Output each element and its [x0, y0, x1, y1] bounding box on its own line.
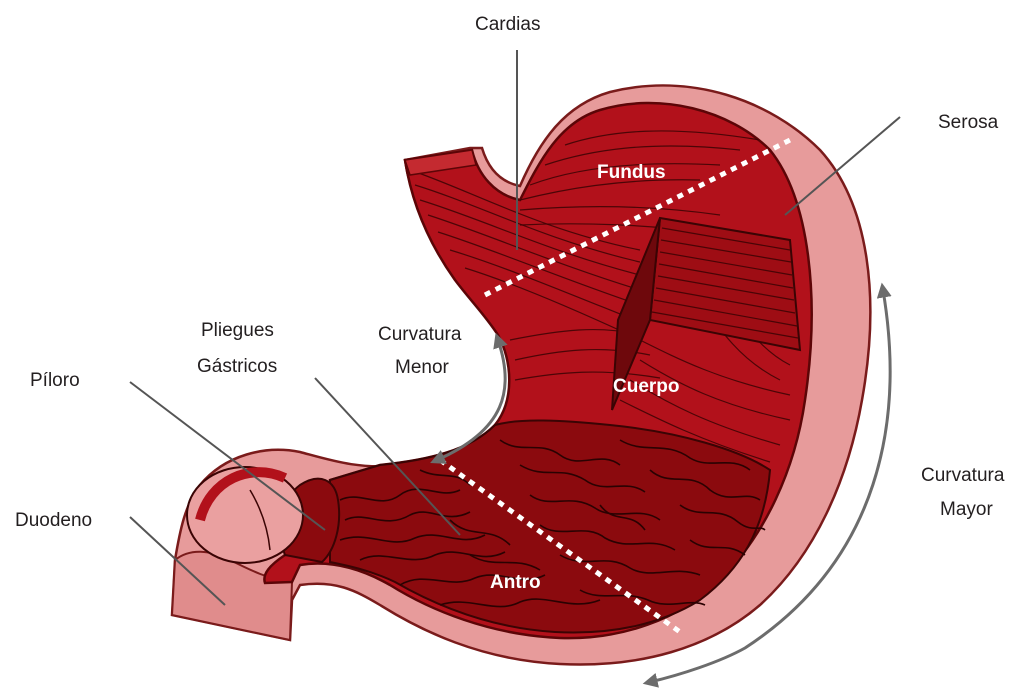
label-pliegues-2: Gástricos [197, 356, 277, 377]
label-curvatura-menor-2: Menor [395, 357, 450, 378]
label-cuerpo: Cuerpo [613, 376, 680, 397]
label-serosa: Serosa [938, 112, 999, 133]
label-curvatura-menor-1: Curvatura [378, 324, 462, 345]
label-piloro: Píloro [30, 370, 80, 391]
label-curvatura-mayor-1: Curvatura [921, 465, 1005, 486]
label-duodeno: Duodeno [15, 510, 92, 531]
label-pliegues-1: Pliegues [201, 320, 274, 341]
label-cardias: Cardias [475, 14, 540, 35]
label-antro: Antro [490, 572, 541, 593]
label-curvatura-mayor-2: Mayor [940, 499, 993, 520]
label-fundus: Fundus [597, 162, 666, 183]
